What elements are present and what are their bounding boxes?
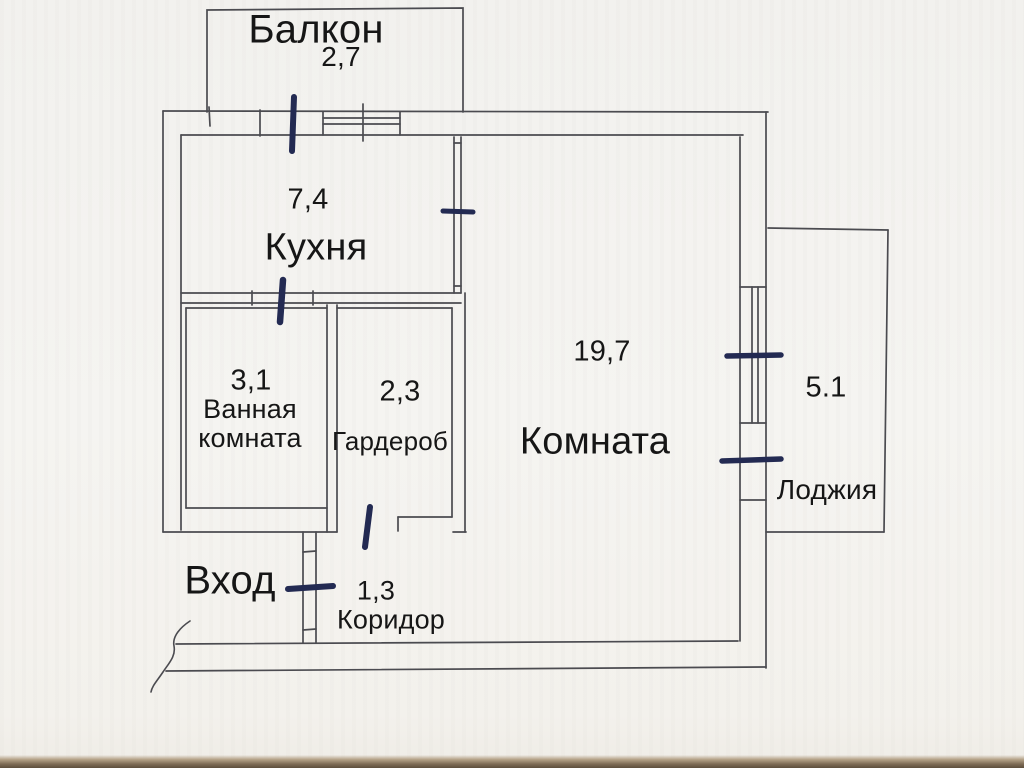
balcony-area: 2,7 <box>321 40 361 72</box>
wardrobe-area: 2,3 <box>379 375 421 408</box>
room-label: Комната <box>519 420 671 463</box>
entrance-door-mark <box>285 583 336 592</box>
wall-break-squiggle <box>150 620 191 693</box>
bathroom-area: 3,1 <box>230 364 272 397</box>
loggia-wall <box>883 229 889 533</box>
wardrobe-label: Гардероб <box>332 425 448 456</box>
entrance-label: Вход <box>184 558 276 603</box>
loggia-area: 5.1 <box>805 371 847 404</box>
bottom-outer-wall <box>165 666 767 672</box>
balcony-label: Балкон <box>248 7 384 52</box>
bathroom-label-line2: комната <box>198 423 302 453</box>
loggia-label: Лоджия <box>776 473 878 505</box>
top-outer-wall <box>162 110 769 113</box>
kitchen-label: Кухня <box>264 226 368 269</box>
balcony-walls <box>206 7 464 113</box>
loggia-window-mark <box>724 352 784 359</box>
balcony-door-mark <box>289 94 297 154</box>
kitchen-area: 7,4 <box>287 183 329 216</box>
entrance-wall-tick <box>302 628 317 631</box>
room-area: 19,7 <box>573 335 631 368</box>
wardrobe-door-mark <box>362 504 373 550</box>
bottom-inner-wall <box>175 640 739 645</box>
scan-edge-artifact <box>0 755 1024 768</box>
entrance-wall-tick <box>302 550 317 553</box>
bathroom-label-line1: Ванная <box>203 393 297 424</box>
bathroom-door-mark <box>276 276 287 326</box>
wall-tick <box>208 106 211 127</box>
bathroom-label: Ванная комната <box>198 393 302 453</box>
ink-door-marks <box>276 94 784 592</box>
corridor-area: 1,3 <box>356 575 396 606</box>
loggia-wall <box>767 227 889 231</box>
loggia-door-mark <box>719 456 784 464</box>
corridor-label: Коридор <box>336 604 446 635</box>
kitchen-room-door-mark <box>440 208 476 215</box>
